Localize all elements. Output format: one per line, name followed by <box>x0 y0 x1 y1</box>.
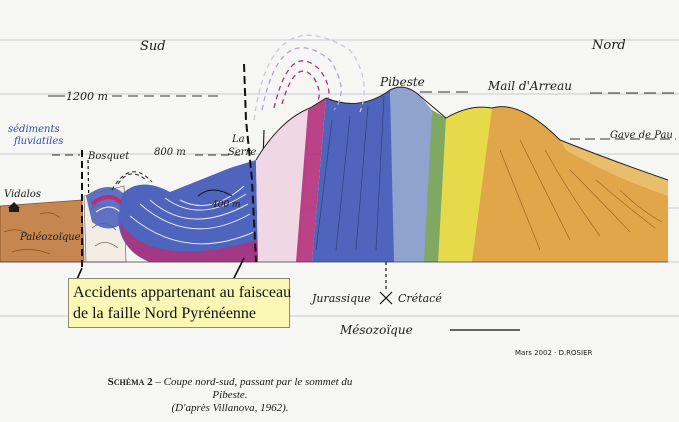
caption-line-1: – Coupe nord-sud, passant par le sommet … <box>152 376 353 401</box>
label-bosquet: Bosquet <box>87 151 130 162</box>
central-syncline <box>118 160 258 262</box>
label-paleozoique: Paléozoïque <box>19 232 81 243</box>
label-la: La <box>231 134 245 145</box>
cretaceous-layer <box>472 106 668 263</box>
caption-label: Schéma 2 <box>107 376 153 388</box>
label-mesozoique: Mésozoïque <box>339 323 413 337</box>
fold-lines <box>129 185 255 245</box>
eroded-anticline-arcs <box>253 34 365 121</box>
label-sediments: sédiments <box>8 124 60 135</box>
massif-blue-block <box>312 90 396 262</box>
label-serre: Serre <box>228 147 256 158</box>
boundary-marker <box>379 262 393 305</box>
label-gave-de-pau: Gave de Pau <box>610 130 673 141</box>
label-altitude-400: 400 m <box>211 200 241 210</box>
house-icon <box>8 202 20 212</box>
massif-pink-band <box>256 108 310 262</box>
label-fluviatiles: fluviatiles <box>13 136 63 147</box>
label-pibeste: Pibeste <box>379 75 425 89</box>
figure-caption: Schéma 2 – Coupe nord-sud, passant par l… <box>100 376 360 415</box>
jurassic-layer <box>390 87 432 262</box>
label-north: Nord <box>591 38 626 53</box>
label-altitude-1200: 1200 m <box>66 90 108 103</box>
label-vidalos: Vidalos <box>4 189 41 200</box>
magenta-fault-band <box>296 98 326 262</box>
label-altitude-800: 800 m <box>154 147 186 158</box>
callout-line-1: Accidents appartenant au faisceau <box>73 284 292 301</box>
label-south: Sud <box>140 39 166 54</box>
texture-strokes <box>499 139 663 251</box>
caption-line-2: (D'après Villanova, 1962). <box>171 402 289 414</box>
label-cretace: Crétacé <box>398 292 442 305</box>
label-jurassique: Jurassique <box>310 292 371 305</box>
fault-line-la-serre <box>243 63 257 263</box>
label-mail-arreau: Mail d'Arreau <box>487 79 572 93</box>
altitude-lines <box>48 91 676 331</box>
callout-line-2: de la faille Nord Pyrénéenne <box>73 305 257 322</box>
fault-callout: Accidents appartenant au faisceau de la … <box>68 278 292 328</box>
label-signature: Mars 2002 · D.ROSIER <box>515 349 592 357</box>
